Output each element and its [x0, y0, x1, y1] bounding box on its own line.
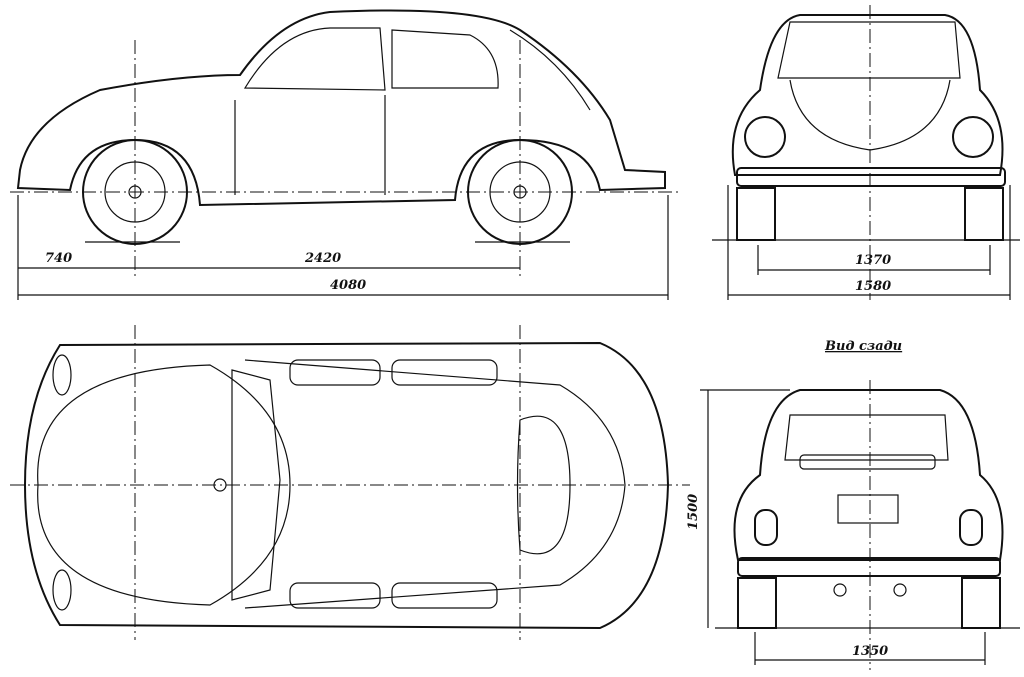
- rear-view: Вид сзади 1500 1350: [686, 339, 1020, 670]
- dim-rear-track: 1350: [852, 644, 888, 659]
- dim-wheelbase: 2420: [304, 251, 341, 266]
- rear-view-title: Вид сзади: [824, 339, 902, 354]
- side-view: 740 2420 4080: [10, 9, 680, 300]
- dim-height: 1500: [686, 494, 701, 530]
- top-view: [10, 325, 690, 640]
- front-view: 1370 1580: [712, 5, 1020, 300]
- dim-front-track: 1370: [855, 253, 891, 268]
- dim-front-overhang: 740: [45, 251, 72, 266]
- dim-overall-length: 4080: [330, 278, 366, 293]
- dim-overall-width: 1580: [855, 279, 891, 294]
